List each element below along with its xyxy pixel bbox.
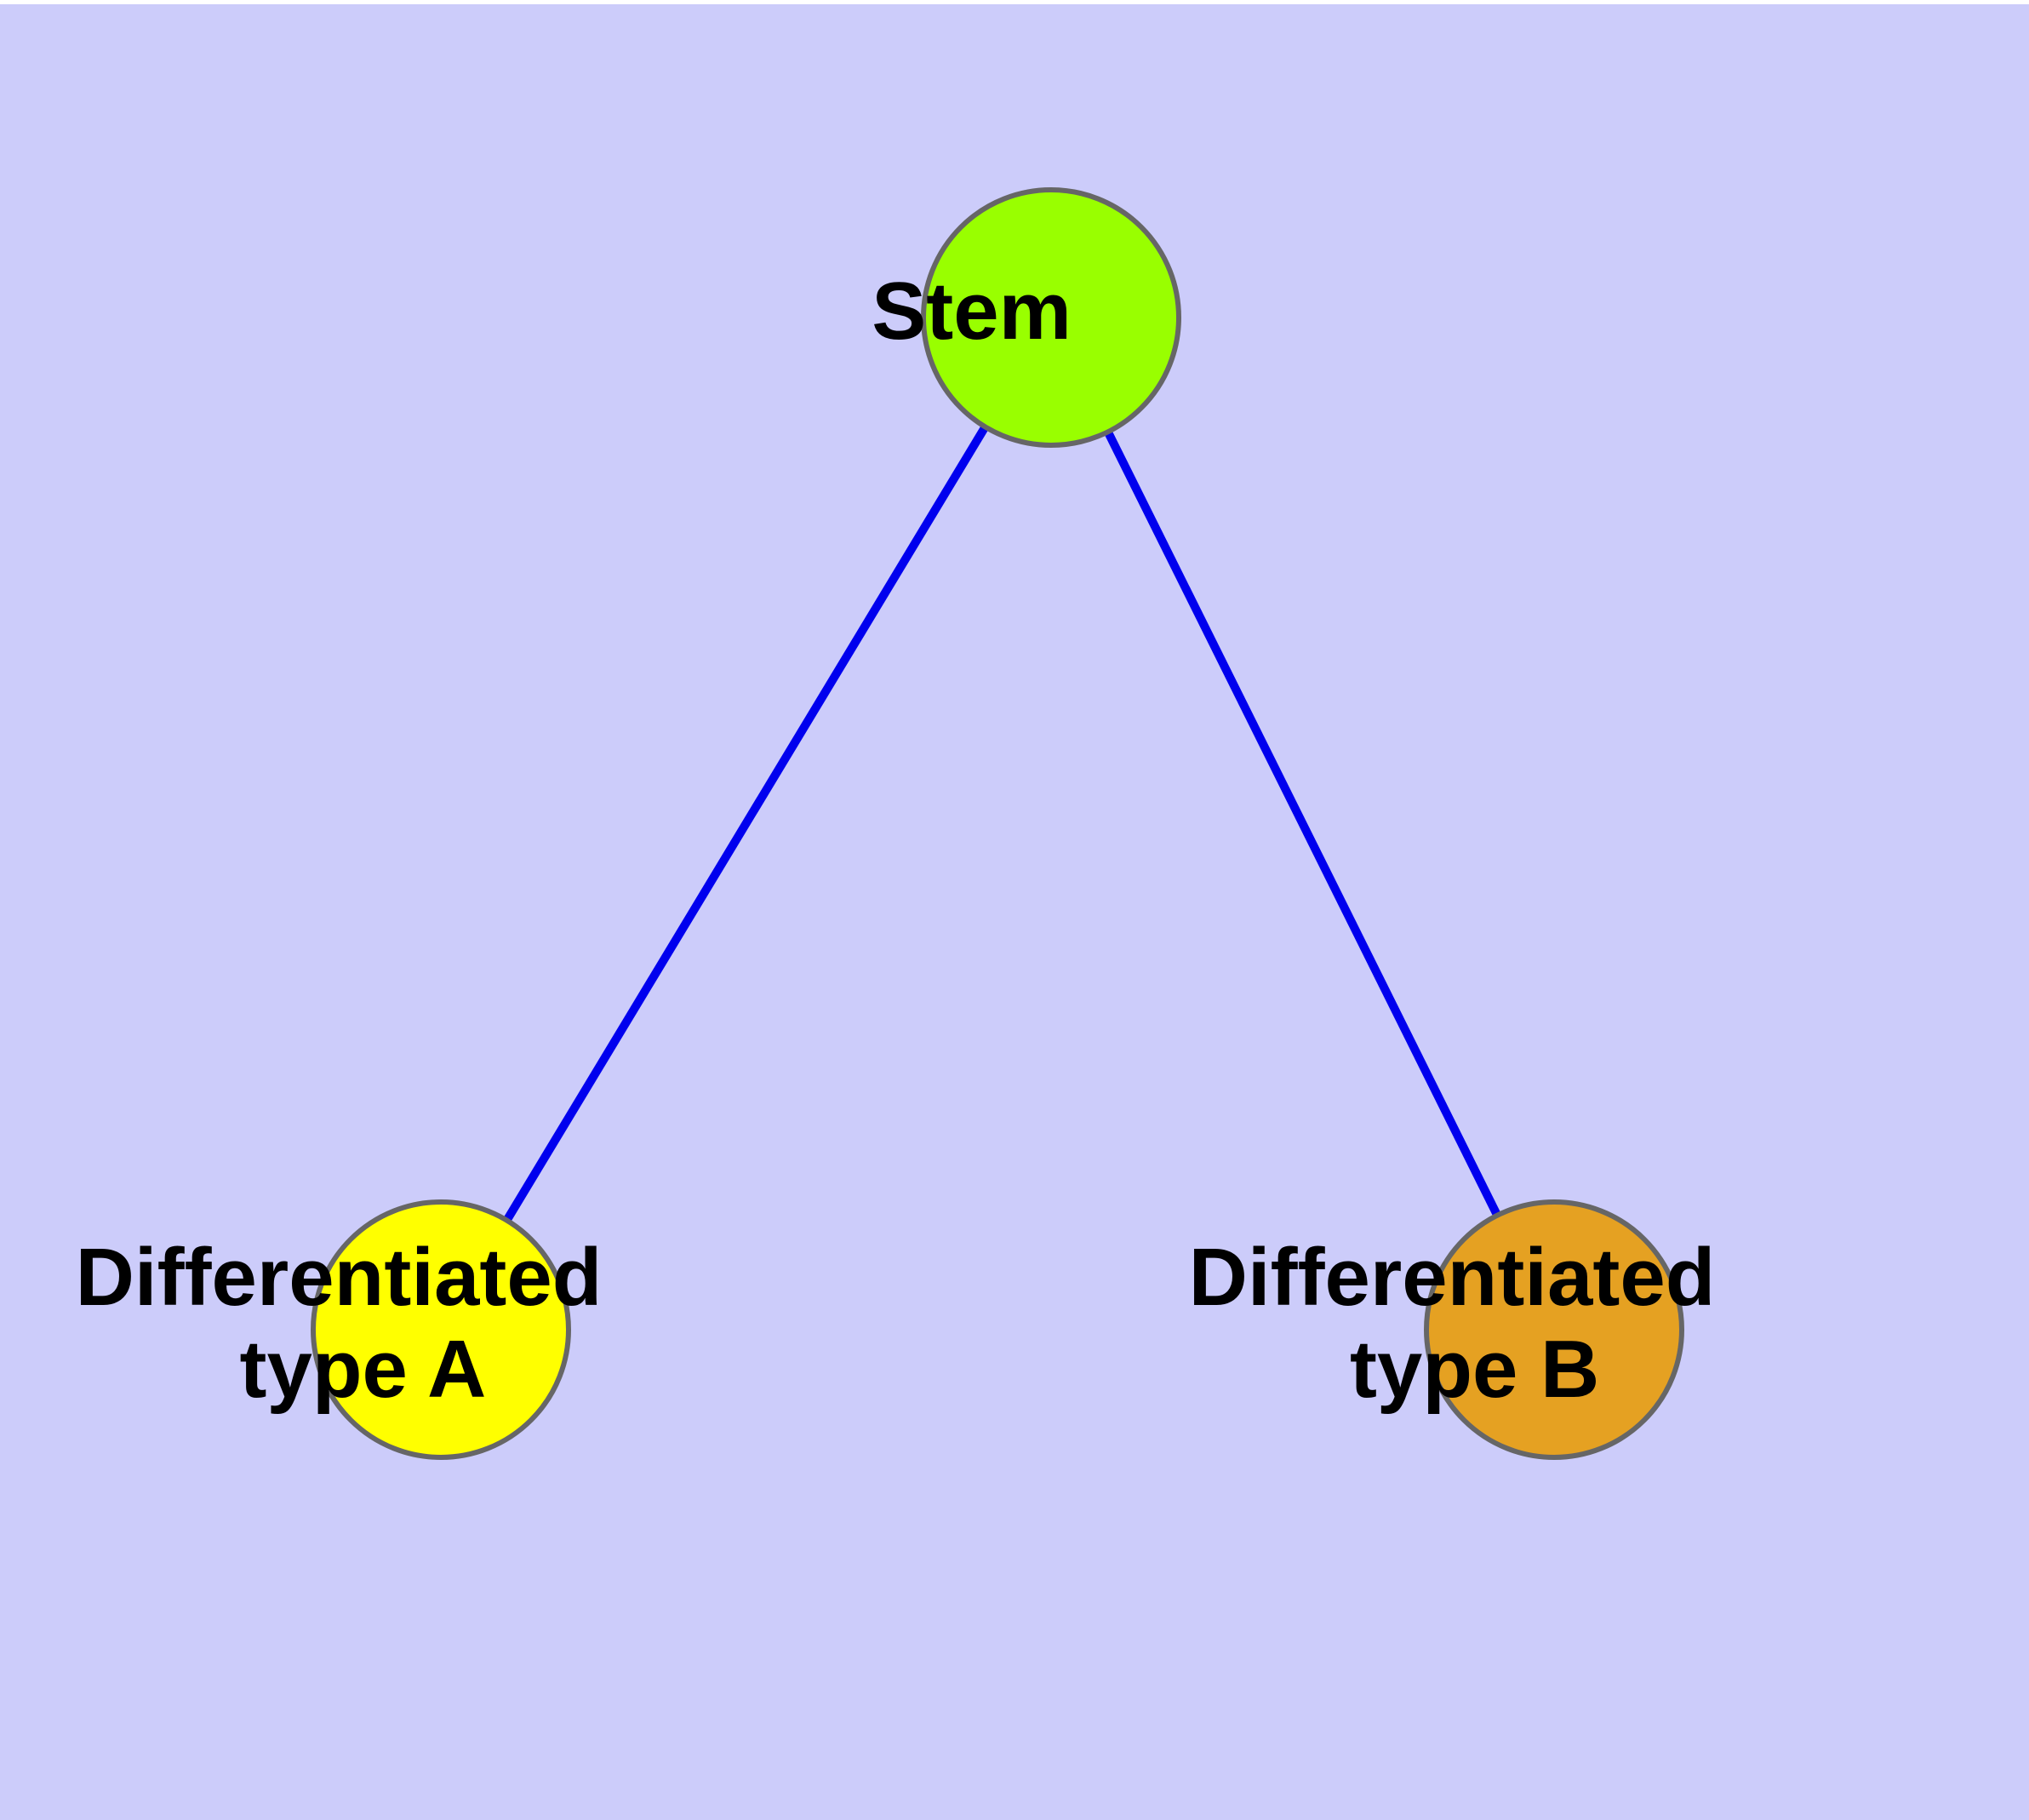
edge-layer [437, 315, 1558, 1332]
node-stem-circle[interactable] [921, 187, 1181, 448]
node-diff-b-label-line-2: type B [1350, 1324, 1599, 1415]
node-diff-b-circle[interactable] [1424, 1199, 1684, 1460]
node-stem-label: Stem [0, 0, 1231, 357]
node-diff-a-label: Differentiated type A [0, 0, 806, 1415]
label-layer: Stem Differentiated type A Differentiate… [0, 0, 1716, 1415]
node-diff-a-label-line-1: Differentiated [76, 1232, 603, 1323]
edge-stem-to-diff-a[interactable] [437, 315, 1055, 1332]
node-diff-b-label-line-1: Differentiated [1189, 1232, 1716, 1323]
edge-stem-to-diff-b[interactable] [1047, 315, 1558, 1332]
node-diff-a-label-line-2: type A [240, 1324, 485, 1415]
canvas-top-margin [0, 0, 2029, 4]
node-layer [311, 187, 1684, 1460]
node-stem-label-line-1: Stem [872, 266, 1072, 357]
node-diff-a-circle[interactable] [311, 1199, 571, 1460]
node-diff-b-label: Differentiated type B [1189, 1232, 1716, 1415]
